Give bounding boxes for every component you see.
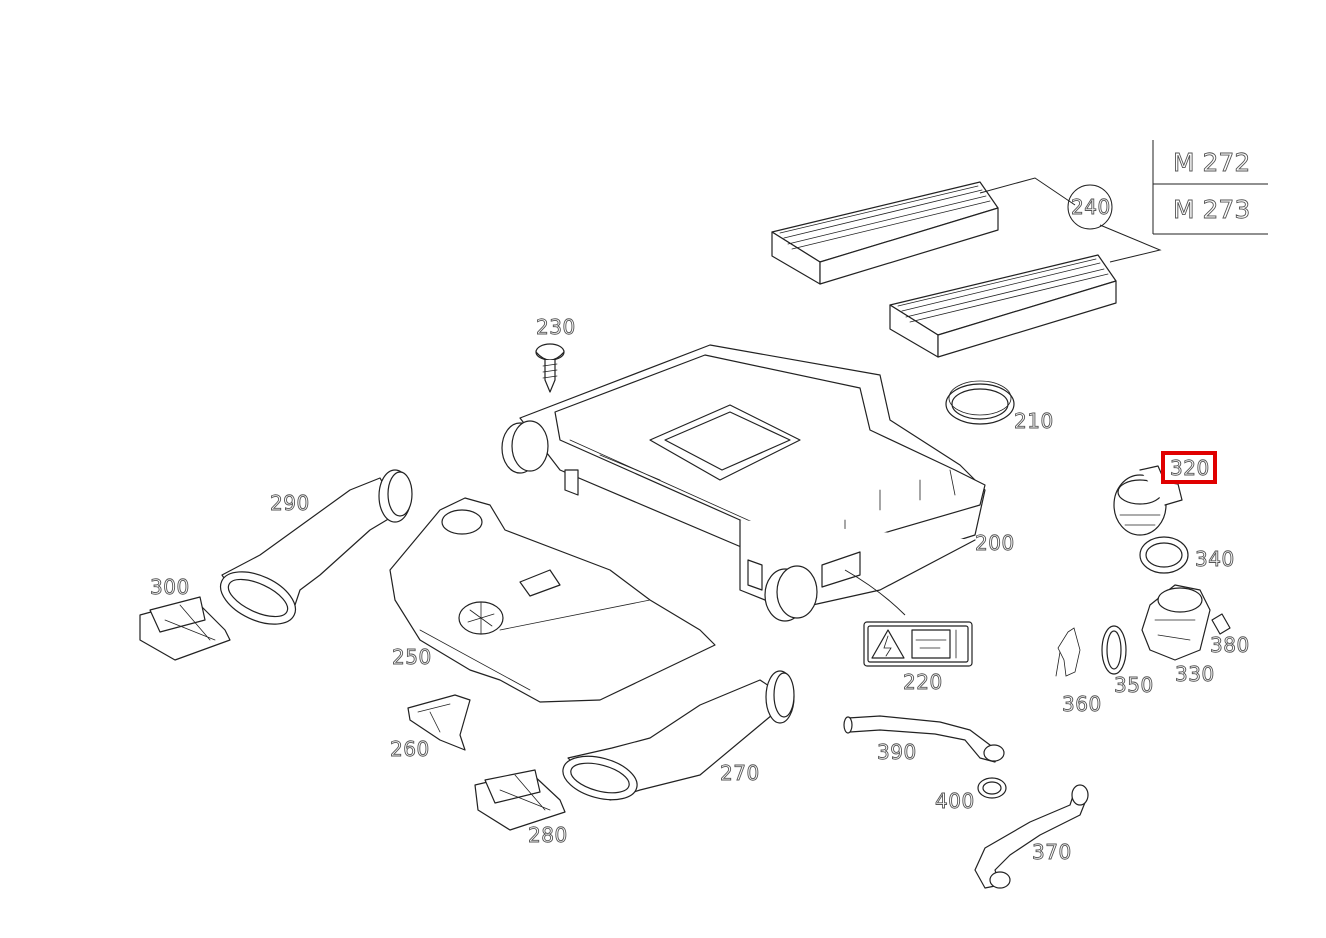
- label-230: 230: [536, 315, 576, 339]
- part-390-hose-upper[interactable]: [843, 715, 1005, 763]
- part-200-air-filter-housing[interactable]: [501, 344, 986, 622]
- highlight-box: [1161, 451, 1217, 484]
- part-330-throttle-housing[interactable]: [1141, 584, 1211, 661]
- part-270-intake-duct-lower[interactable]: [558, 670, 795, 807]
- label-300: 300: [150, 575, 190, 599]
- label-360: 360: [1062, 692, 1102, 716]
- part-260-bracket[interactable]: [407, 694, 471, 751]
- label-390: 390: [877, 740, 917, 764]
- label-240: 240: [1071, 195, 1111, 219]
- part-280-intake-scoop-lower[interactable]: [474, 769, 566, 831]
- part-380-hose-lower[interactable]: [974, 784, 1089, 889]
- part-320-air-mass-sensor[interactable]: [1113, 465, 1183, 536]
- part-400-hose-clamp[interactable]: [977, 777, 1007, 799]
- label-320: 320: [1170, 456, 1210, 480]
- part-240-filter-element[interactable]: [771, 177, 1162, 358]
- part-220-warning-label[interactable]: [863, 621, 973, 667]
- label-210: 210: [1014, 409, 1054, 433]
- label-340: 340: [1195, 547, 1235, 571]
- label-250: 250: [392, 645, 432, 669]
- part-370-nipple[interactable]: [1211, 613, 1231, 635]
- part-290-intake-duct-upper[interactable]: [212, 469, 413, 635]
- label-200: 200: [975, 531, 1015, 555]
- label-280: 280: [528, 823, 568, 847]
- label-260: 260: [390, 737, 430, 761]
- label-380: 370: [1032, 840, 1072, 864]
- part-230-screw[interactable]: [535, 343, 565, 393]
- label-370: 380: [1210, 633, 1250, 657]
- label-350: 350: [1114, 673, 1154, 697]
- label-220: 220: [903, 670, 943, 694]
- part-210-seal-ring[interactable]: [945, 380, 1015, 425]
- part-300-intake-scoop-upper[interactable]: [139, 596, 231, 661]
- part-350-o-ring[interactable]: [1101, 625, 1127, 675]
- part-340-clamp-ring[interactable]: [1139, 536, 1189, 574]
- model-label-m272: M 272: [1173, 148, 1250, 177]
- label-330: 330: [1175, 662, 1215, 686]
- model-table: M 272 M 273: [1152, 140, 1268, 235]
- label-270: 270: [720, 761, 760, 785]
- model-label-m273: M 273: [1173, 195, 1250, 224]
- part-250-engine-cover[interactable]: [389, 497, 716, 703]
- part-360-gasket[interactable]: [1055, 627, 1081, 677]
- label-400: 400: [935, 789, 975, 813]
- label-290: 290: [270, 491, 310, 515]
